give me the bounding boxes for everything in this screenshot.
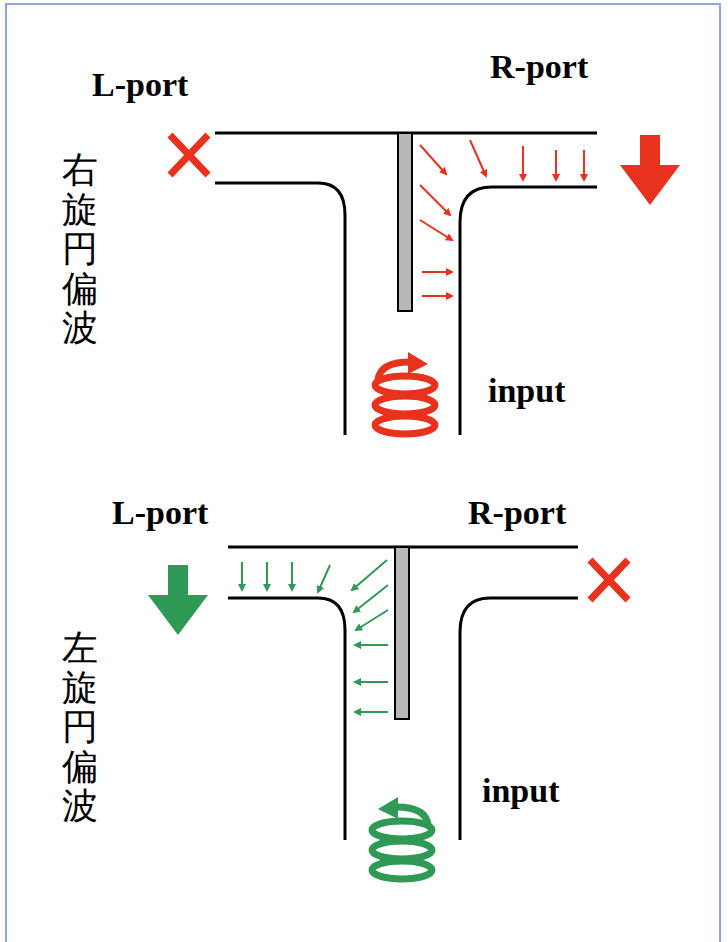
port-label: R-port <box>468 494 566 531</box>
blocked-mark-l <box>170 135 208 175</box>
frame <box>6 4 720 942</box>
waveguide-bottom <box>228 547 578 840</box>
septum <box>395 547 409 719</box>
port-label: L-port <box>92 66 188 103</box>
port-label: L-port <box>112 494 208 531</box>
output-arrow-l <box>148 565 208 635</box>
helix-right <box>375 352 435 434</box>
waveguide-top <box>215 133 597 435</box>
port-label: R-port <box>490 48 588 85</box>
septum <box>398 133 412 311</box>
field-arrows-bottom <box>242 560 388 712</box>
blocked-mark-r <box>590 560 628 600</box>
input-label: input <box>488 372 566 409</box>
polarization-label: 右旋円偏波 <box>62 150 98 348</box>
field-arrows-top <box>420 140 584 296</box>
input-label: input <box>482 772 560 809</box>
polarization-label: 左旋円偏波 <box>62 628 98 826</box>
output-arrow-r <box>620 135 680 205</box>
helix-left <box>372 797 432 879</box>
